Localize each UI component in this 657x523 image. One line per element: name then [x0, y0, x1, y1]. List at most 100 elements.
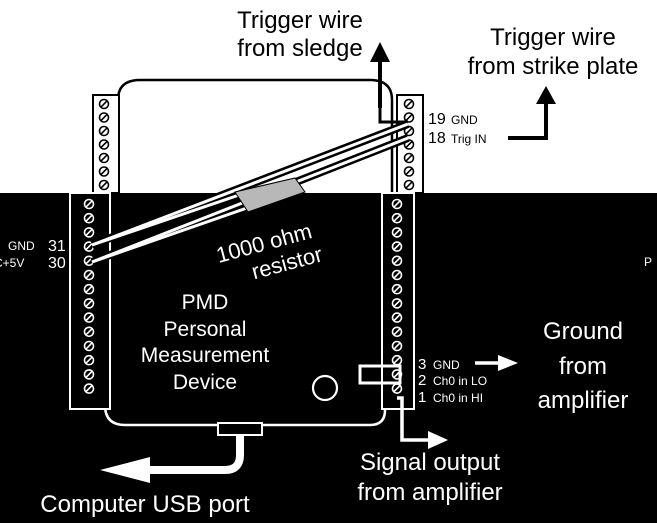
usb-connector: [217, 422, 263, 436]
terminal-strip-bottom-left: [69, 192, 111, 410]
pin-30-number: 30: [48, 255, 66, 272]
sledge-trigger-wire-link: [378, 108, 408, 124]
terminal-screw-slot: [100, 127, 108, 135]
terminal-screw-slot: [393, 328, 401, 336]
pin-1-name: Ch0 in HI: [433, 391, 483, 405]
terminal-screw: [403, 179, 415, 191]
terminal-strip-top-left: [92, 94, 120, 194]
terminal-screw: [391, 340, 403, 352]
pin-2-name: Ch0 in LO: [433, 374, 487, 388]
terminal-screw: [98, 139, 110, 150]
pin-31-name: GND: [8, 239, 35, 253]
pin-3-number: 3: [418, 356, 426, 373]
terminal-screw: [98, 125, 110, 137]
terminal-screw: [98, 179, 110, 191]
terminal-screw: [83, 227, 95, 238]
sledge-arrow-head: [370, 42, 390, 62]
labels: Trigger wire from sledge Trigger wire fr…: [0, 7, 652, 518]
terminal-screw-slot: [100, 181, 108, 189]
terminal-screw-slot: [393, 285, 401, 293]
pin-3-name: GND: [433, 358, 460, 372]
terminal-screw: [83, 312, 95, 323]
terminal-screw-slot: [85, 328, 93, 336]
usb-cable: [145, 435, 244, 474]
terminal-screw-slot: [85, 384, 93, 393]
terminal-screw: [391, 241, 403, 252]
terminal-screw-slot: [85, 285, 93, 293]
terminal-screw-slot: [85, 313, 93, 322]
terminal-screw-slot: [85, 214, 93, 222]
device-label-2: Personal: [164, 318, 247, 341]
terminal-screw: [403, 152, 415, 164]
terminal-screw: [83, 283, 95, 295]
terminal-screw-slot: [100, 113, 108, 122]
signal-label-2: from amplifier: [357, 479, 502, 506]
signal-label-1: Signal output: [360, 449, 500, 476]
terminal-screw: [83, 269, 95, 281]
device-label-4: Device: [173, 371, 237, 394]
terminal-screw: [403, 139, 415, 150]
trigger-plate-line-1: Trigger wire: [490, 24, 616, 51]
terminal-screw: [391, 283, 403, 295]
pin-18-name: Trig IN: [451, 132, 487, 146]
usb-label: Computer USB port: [40, 491, 250, 518]
pin-19-name: GND: [451, 113, 478, 127]
ground-arrow-head: [498, 355, 518, 371]
ground-label-2: from: [559, 353, 607, 380]
terminal-screw-slot: [393, 299, 401, 308]
pin-30-name: C+5V: [0, 256, 24, 270]
ground-label-1: Ground: [543, 318, 623, 345]
terminal-screw-slot: [393, 356, 401, 364]
terminal-screw-slot: [393, 271, 401, 279]
terminal-screw: [391, 298, 403, 309]
terminal-screw-slot: [85, 342, 93, 350]
terminal-screw: [391, 198, 403, 210]
terminal-screw: [403, 112, 415, 123]
terminal-screw: [391, 255, 403, 267]
terminal-screw: [403, 98, 415, 110]
terminal-screws-bottom-left: [83, 198, 95, 394]
terminal-screw: [83, 298, 95, 309]
terminal-screw: [391, 227, 403, 238]
trigger-plate-line-2: from strike plate: [468, 53, 639, 80]
terminal-screw-slot: [85, 299, 93, 308]
pin-18-number: 18: [428, 130, 446, 147]
terminal-screw: [391, 326, 403, 338]
signal-arrow-head: [428, 431, 448, 449]
terminal-screw-slot: [100, 100, 108, 108]
terminal-screw: [98, 166, 110, 177]
terminal-screw-slot: [85, 242, 93, 251]
device-label-1: PMD: [182, 291, 229, 314]
terminal-screw-slot: [393, 257, 401, 265]
pin-2-number: 2: [418, 372, 426, 389]
terminal-screw: [83, 340, 95, 352]
terminal-screw-slot: [85, 228, 93, 237]
terminal-screw-slot: [100, 167, 108, 176]
terminal-screw-slot: [393, 384, 401, 393]
terminal-screw: [391, 212, 403, 224]
ground-jumper: [358, 364, 402, 385]
terminal-screw-slot: [100, 140, 108, 149]
ground-label-3: amplifier: [538, 387, 629, 414]
terminal-screw-slot: [405, 100, 413, 108]
terminal-screw-slot: [405, 167, 413, 176]
terminal-screw: [83, 326, 95, 338]
terminal-screw-slot: [405, 113, 413, 122]
terminal-screw-slot: [393, 242, 401, 251]
pin-19-number: 19: [428, 111, 446, 128]
terminal-screw: [83, 198, 95, 210]
terminal-screw-slot: [393, 200, 401, 208]
terminal-screw-slot: [393, 342, 401, 350]
terminal-screw: [403, 166, 415, 177]
trigger-sledge-line-2: from sledge: [237, 35, 362, 62]
pin-1-number: 1: [418, 389, 426, 406]
terminal-screw: [83, 212, 95, 224]
terminal-screws-top-left: [98, 98, 110, 191]
terminal-strip-bottom-right: [381, 192, 415, 410]
terminal-screw: [98, 152, 110, 164]
edge-cut-label: P: [644, 255, 652, 269]
signal-output-wire: [397, 396, 432, 442]
terminal-screw-slot: [100, 154, 108, 162]
terminal-screw-slot: [85, 370, 93, 379]
